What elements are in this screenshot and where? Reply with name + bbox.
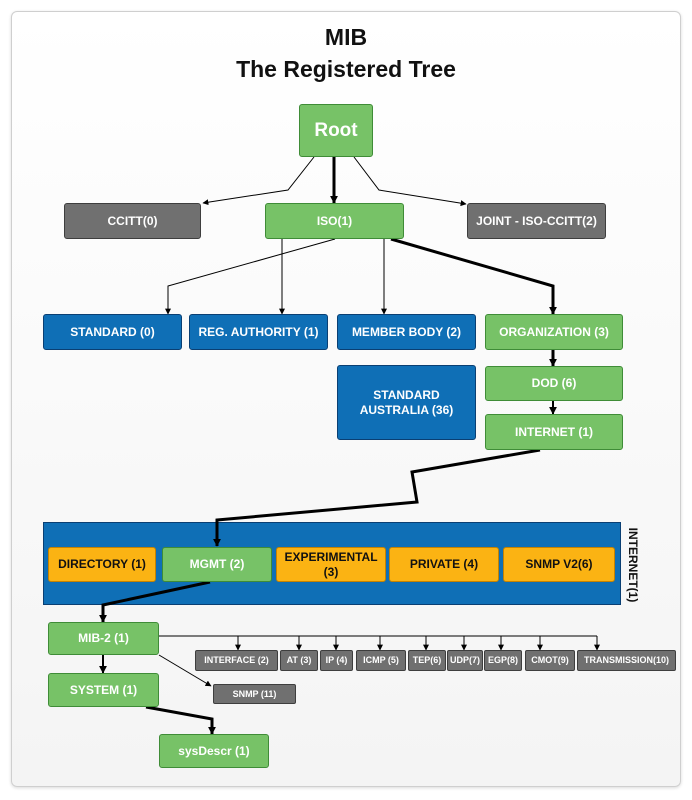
node-mib2: MIB-2 (1) xyxy=(48,622,159,655)
node-dod: DOD (6) xyxy=(485,366,623,401)
node-internet: INTERNET (1) xyxy=(485,414,623,450)
node-transmission: TRANSMISSION(10) xyxy=(577,650,676,671)
node-root: Root xyxy=(299,104,373,157)
node-iso: ISO(1) xyxy=(265,203,404,239)
node-private: PRIVATE (4) xyxy=(389,547,499,582)
node-member-body: MEMBER BODY (2) xyxy=(337,314,476,350)
node-experimental: EXPERIMENTAL (3) xyxy=(276,547,386,582)
edge-iso-standard xyxy=(165,238,336,315)
node-interface: INTERFACE (2) xyxy=(195,650,278,671)
node-joint: JOINT - ISO-CCITT(2) xyxy=(467,203,606,239)
edge-iso-organization xyxy=(390,237,557,315)
node-directory: DIRECTORY (1) xyxy=(48,547,156,582)
node-tep: TEP(6) xyxy=(408,650,446,671)
node-organization: ORGANIZATION (3) xyxy=(485,314,623,350)
diagram-title: MIB xyxy=(324,24,368,50)
node-mgmt: MGMT (2) xyxy=(162,547,272,582)
edge-root-ccitt xyxy=(202,156,315,206)
node-cmot: CMOT(9) xyxy=(525,650,575,671)
edge-mib2-snmp xyxy=(158,654,212,687)
edge-root-joint xyxy=(353,156,467,207)
node-icmp: ICMP (5) xyxy=(356,650,406,671)
node-reg-authority: REG. AUTHORITY (1) xyxy=(189,314,328,350)
node-snmp: SNMP (11) xyxy=(213,684,296,704)
node-udp: UDP(7) xyxy=(447,650,483,671)
node-ip: IP (4) xyxy=(320,650,353,671)
node-snmpv2: SNMP V2(6) xyxy=(503,547,615,582)
edge-mgmt-mib2 xyxy=(99,580,211,623)
node-standard: STANDARD (0) xyxy=(43,314,182,350)
node-egp: EGP(8) xyxy=(484,650,522,671)
edge-system-sysdescr xyxy=(145,705,216,735)
edge-internet-mgmt xyxy=(213,448,541,547)
node-at: AT (3) xyxy=(280,650,318,671)
node-sysdescr: sysDescr (1) xyxy=(159,734,269,768)
diagram-subtitle: The Registered Tree xyxy=(236,56,456,82)
node-ccitt: CCITT(0) xyxy=(64,203,201,239)
node-standard-australia: STANDARD AUSTRALIA (36) xyxy=(337,365,476,440)
node-system: SYSTEM (1) xyxy=(48,673,159,707)
